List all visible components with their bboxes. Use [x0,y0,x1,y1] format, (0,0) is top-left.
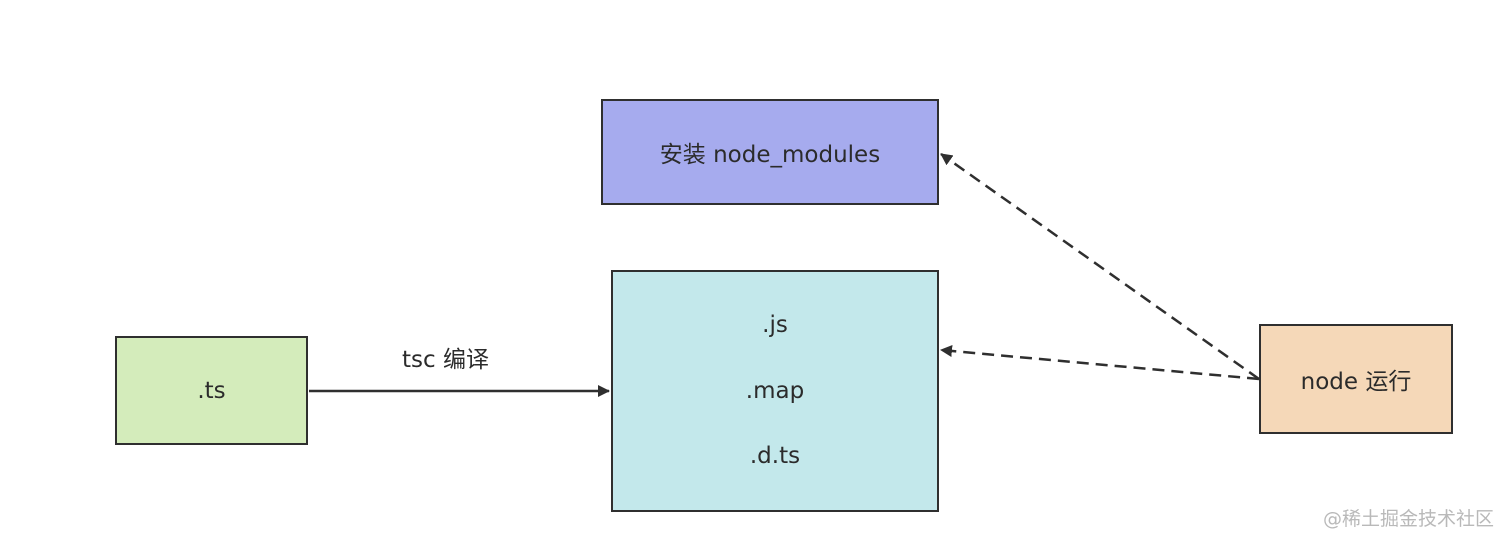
node-node-modules-label: 安装 node_modules [659,142,881,168]
node-ts-label: .ts [197,377,226,404]
output-js-label: .js [762,312,788,338]
node-run-label: node 运行 [1300,369,1412,395]
watermark: @稀土掘金技术社区 [1322,508,1494,530]
edge-run-to-output [940,345,1260,381]
edge-compile-label: tsc 编译 [402,347,489,373]
node-run: node 运行 [1259,324,1453,434]
node-node-modules: 安装 node_modules [601,99,939,205]
output-dts-label: .d.ts [749,443,801,469]
edge-run-to-modules [940,152,1260,381]
node-ts: .ts [115,336,308,445]
output-map-label: .map [745,378,805,404]
node-output: .js .map .d.ts [611,270,939,512]
